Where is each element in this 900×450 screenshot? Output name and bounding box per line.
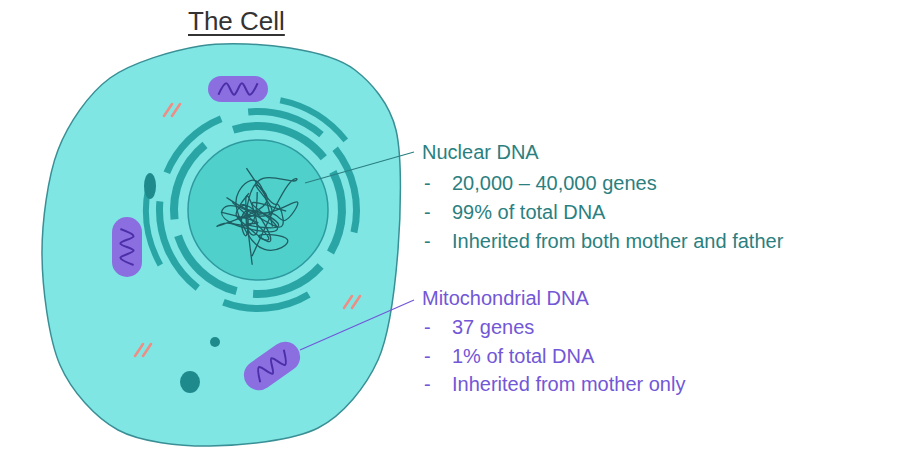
heading-label: Nuclear DNA bbox=[422, 142, 539, 162]
dna-strand bbox=[222, 168, 286, 231]
centriole bbox=[135, 344, 143, 356]
leader-line bbox=[300, 300, 414, 350]
mitochondrion bbox=[238, 336, 306, 396]
centriole bbox=[352, 296, 360, 308]
bullet-text: 1% of total DNA bbox=[452, 346, 594, 366]
mitochondrion-body bbox=[238, 336, 306, 396]
er-membrane bbox=[327, 170, 346, 254]
bullet-dash: - bbox=[424, 374, 431, 394]
bullet-dash: - bbox=[424, 346, 431, 366]
bullet-text: 37 genes bbox=[452, 317, 534, 337]
cristae bbox=[120, 229, 133, 265]
centriole bbox=[344, 296, 352, 308]
mitochondrion-body bbox=[112, 217, 142, 277]
bullet-text: 20,000 – 40,000 genes bbox=[452, 173, 657, 193]
vesicle bbox=[180, 371, 200, 393]
er-membrane bbox=[280, 97, 348, 142]
centriole bbox=[143, 344, 151, 356]
bullet-text: 99% of total DNA bbox=[452, 202, 605, 222]
bullet-dash: - bbox=[424, 173, 431, 193]
centriole bbox=[172, 104, 180, 116]
bullet-dash: - bbox=[424, 317, 431, 337]
title: The Cell bbox=[188, 8, 285, 34]
er-membrane bbox=[143, 189, 163, 267]
vesicle bbox=[210, 337, 220, 347]
er-membrane bbox=[332, 147, 360, 234]
bullet-dash: - bbox=[424, 202, 431, 222]
mitochondrion-body bbox=[208, 76, 268, 102]
centriole bbox=[164, 104, 172, 116]
bullet-text: Inherited from both mother and father bbox=[452, 231, 783, 251]
mitochondrion bbox=[208, 76, 268, 102]
nucleus bbox=[188, 140, 328, 280]
cristae bbox=[253, 350, 292, 383]
cristae bbox=[218, 83, 257, 94]
bullet-text: Inherited from mother only bbox=[452, 374, 685, 394]
leader-line bbox=[305, 152, 414, 183]
er-membrane bbox=[222, 291, 310, 312]
vesicle bbox=[144, 173, 156, 199]
endoplasmic-reticulum bbox=[143, 97, 360, 312]
mitochondrion bbox=[112, 217, 142, 277]
bullet-dash: - bbox=[424, 231, 431, 251]
heading-label: Mitochondrial DNA bbox=[422, 288, 589, 308]
cell-membrane bbox=[42, 44, 400, 446]
